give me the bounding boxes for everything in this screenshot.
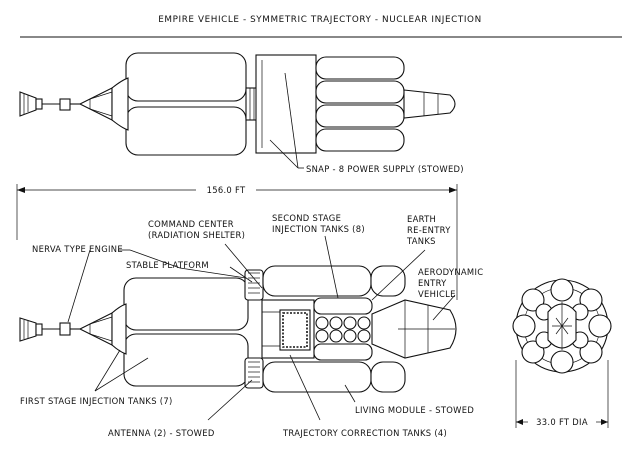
- nerva-engine-label: NERVA TYPE ENGINE: [32, 244, 123, 254]
- top-snap-power-supply: [245, 54, 317, 154]
- length-dimension: 156.0 FT: [16, 184, 458, 300]
- command-center-label: COMMAND CENTER: [148, 219, 234, 229]
- re-entry-label: RE-ENTRY: [407, 225, 451, 235]
- top-nerva-engine: [19, 87, 113, 121]
- stable-platform-label: STABLE PLATFORM: [126, 260, 209, 270]
- length-label: 156.0 FT: [207, 185, 246, 195]
- aerodynamic-entry-vehicle: [371, 299, 457, 359]
- top-entry-vehicle: [403, 89, 456, 119]
- living-module: [261, 299, 315, 359]
- vehicle-label: VEHICLE: [418, 289, 456, 299]
- snap-label: SNAP - 8 POWER SUPPLY (STOWED): [306, 164, 464, 174]
- earth-reentry-tanks: [315, 316, 371, 343]
- trajectory-correction-label: TRAJECTORY CORRECTION TANKS (4): [282, 428, 447, 438]
- antenna-label: ANTENNA (2) - STOWED: [108, 428, 215, 438]
- antenna-top: [244, 269, 264, 301]
- side-view: [19, 235, 457, 421]
- aerodynamic-label: AERODYNAMIC: [418, 267, 483, 277]
- diameter-label: 33.0 FT DIA: [536, 417, 588, 427]
- earth-label: EARTH: [407, 214, 436, 224]
- command-center-box: [279, 309, 311, 351]
- first-stage-tanks-label: FIRST STAGE INJECTION TANKS (7): [20, 396, 173, 406]
- end-view: [512, 278, 612, 374]
- diameter-dimension: 33.0 FT DIA: [515, 360, 609, 428]
- side-second-stage-tanks: [262, 265, 406, 393]
- side-first-stage-tanks: [111, 277, 249, 387]
- second-stage-label: SECOND STAGE: [272, 213, 341, 223]
- top-view: SNAP - 8 POWER SUPPLY (STOWED): [19, 52, 464, 174]
- top-second-stage-tanks: [315, 56, 405, 152]
- diagram-title: EMPIRE VEHICLE - SYMMETRIC TRAJECTORY - …: [158, 15, 482, 25]
- injection-tanks-label: INJECTION TANKS (8): [272, 224, 365, 234]
- tanks-label: TANKS: [406, 236, 436, 246]
- radiation-shelter-label: (RADIATION SHELTER): [148, 230, 245, 240]
- entry-label: ENTRY: [418, 278, 447, 288]
- living-module-label: LIVING MODULE - STOWED: [355, 405, 474, 415]
- side-nerva-engine: [19, 312, 113, 346]
- top-first-stage-tanks: [111, 52, 247, 156]
